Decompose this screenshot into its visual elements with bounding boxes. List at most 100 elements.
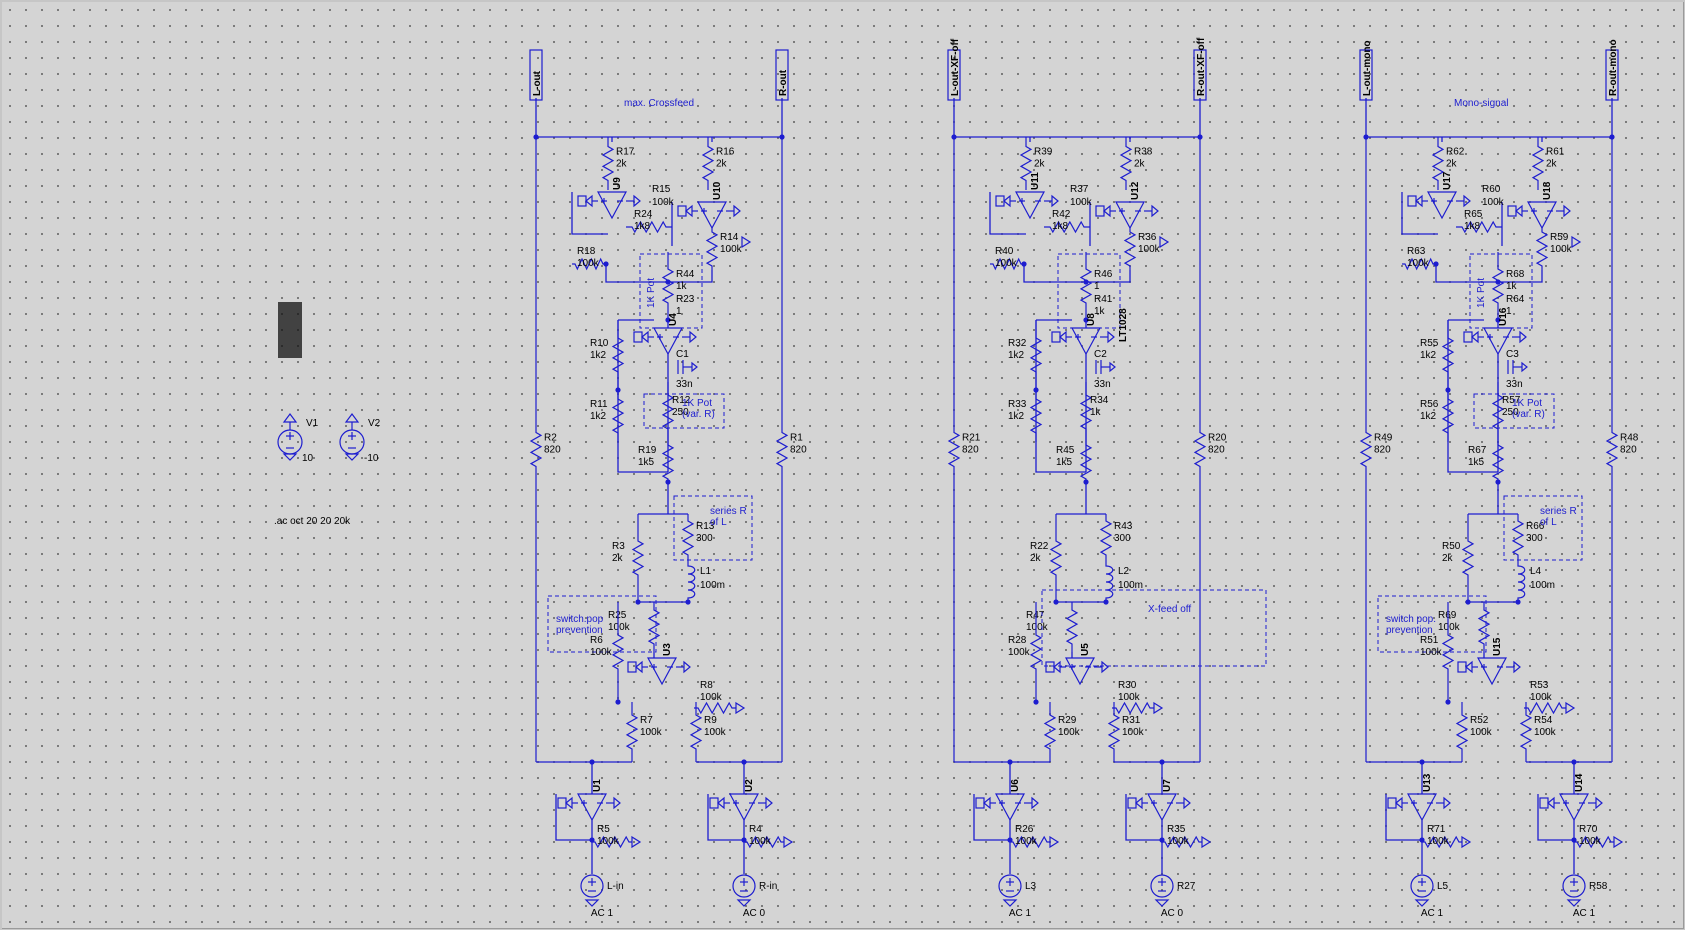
resistor-value: 1k — [1090, 407, 1102, 418]
resistor-value: 820 — [544, 445, 561, 456]
resistor-ref: R49 — [1374, 433, 1393, 444]
wire — [989, 192, 1026, 235]
resistor-ref: R18 — [577, 246, 596, 257]
resistor-ref: R31 — [1122, 715, 1141, 726]
junction-dot — [1053, 599, 1059, 605]
resistor-ref: R51 — [1420, 635, 1439, 646]
capacitor-ref: C2 — [1094, 349, 1107, 360]
opamp-ref: U9 — [612, 177, 623, 190]
annotation-box — [639, 253, 703, 329]
resistor-ref: R41 — [1094, 294, 1113, 305]
resistor-ref: R62 — [1446, 147, 1465, 158]
dc-source-symbol: V2-10 — [339, 413, 381, 464]
resistor-value: 100k — [577, 258, 600, 269]
resistor-ref: R12 — [672, 395, 691, 406]
junction-dot — [635, 599, 641, 605]
resistor-value: 820 — [1208, 445, 1225, 456]
inductor-value: 100m — [700, 580, 725, 591]
resistor-value: 100k — [704, 727, 727, 738]
wire — [1023, 264, 1131, 283]
opamp-symbol: U9 — [577, 177, 641, 220]
resistor-ref: R23 — [676, 294, 695, 305]
resistor-ref: R1 — [790, 433, 803, 444]
resistor-value: 100k — [1138, 244, 1161, 255]
resistor-value: 250 — [1502, 407, 1519, 418]
wire — [1035, 320, 1086, 473]
resistor-ref: R57 — [1502, 395, 1521, 406]
resistor-ref: R16 — [716, 147, 735, 158]
xfeed-off-label: X-feed off — [1148, 604, 1191, 615]
ground-arrow-icon — [1049, 835, 1060, 849]
wire — [1537, 794, 1574, 841]
annotation-box — [1469, 253, 1533, 329]
resistor-value: 2k — [716, 159, 728, 170]
resistor-value: 1 — [1506, 306, 1512, 317]
resistor-ref: R52 — [1470, 715, 1489, 726]
resistor-value: 1k5 — [638, 457, 655, 468]
inductor-ref: L4 — [1530, 566, 1542, 577]
resistor-ref: R56 — [1420, 399, 1439, 410]
block-title: Mono-signal — [1454, 98, 1508, 109]
resistor-value: 1k — [676, 281, 688, 292]
ground-arrow-icon — [631, 835, 642, 849]
resistor-ref: R13 — [696, 521, 715, 532]
resistor-value: 100k — [640, 727, 663, 738]
source-name: R-in — [759, 881, 777, 892]
resistor-value: 2k — [1030, 553, 1042, 564]
resistor-ref: R70 — [1579, 824, 1598, 835]
resistor-ref: R36 — [1138, 232, 1157, 243]
junction-dot — [1033, 387, 1039, 393]
resistor-ref: R40 — [995, 246, 1014, 257]
port-label: R-out-XF-off — [1193, 37, 1207, 101]
opamp-symbol: U15 — [1457, 637, 1521, 686]
port-label: L-out-mono — [1359, 40, 1373, 101]
ground-arrow-icon — [1153, 701, 1164, 715]
resistor-value: 100k — [1482, 197, 1505, 208]
ground-icon — [282, 453, 298, 461]
model-label: LT1028 — [1118, 308, 1129, 342]
wire — [555, 794, 592, 841]
source-name: V1 — [306, 418, 319, 429]
opamp-ref: U8 — [1086, 313, 1097, 326]
resistor-value: 1k8 — [1464, 221, 1481, 232]
junction-dot — [1495, 317, 1501, 323]
resistor-ref: R45 — [1056, 445, 1075, 456]
pot-label: 1K Pot — [1476, 278, 1487, 308]
resistor-value: 100k — [720, 244, 743, 255]
resistor-ref: R32 — [1008, 338, 1027, 349]
resistor-value: 100k — [1026, 622, 1049, 633]
ground-icon — [1002, 899, 1018, 907]
inductor-ref: L1 — [700, 566, 712, 577]
resistor-ref: R4 — [749, 824, 762, 835]
wire — [1401, 192, 1438, 235]
ground-icon — [344, 453, 360, 461]
opamp-ref: U15 — [1492, 637, 1503, 656]
junction-dot — [1083, 317, 1089, 323]
